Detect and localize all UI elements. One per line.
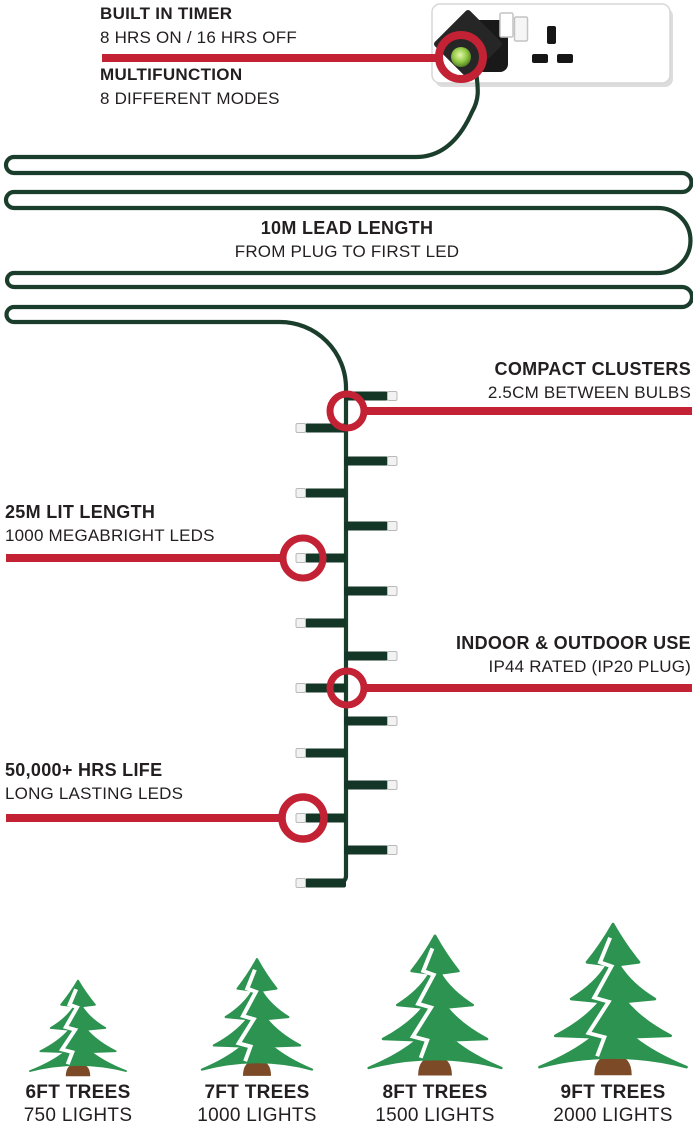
tree-highlight-icon xyxy=(409,947,437,1059)
bulb-tip-icon xyxy=(387,845,398,855)
led-indicator-icon xyxy=(451,47,471,67)
tree-label-6ft: 6FT TREES 750 LIGHTS xyxy=(0,1081,163,1127)
tree-size-label: 6FT TREES xyxy=(25,1082,131,1103)
tree-branches-icon xyxy=(200,958,314,1071)
tree-trunk-icon xyxy=(242,1060,272,1076)
indoor-outdoor-callout: INDOOR & OUTDOOR USE IP44 RATED (IP20 PL… xyxy=(351,632,691,678)
tree-size-label: 9FT TREES xyxy=(560,1082,666,1103)
annotation-circle-lit-length xyxy=(279,534,327,582)
bulb-tip-icon xyxy=(387,780,398,790)
timer-title: BUILT IN TIMER xyxy=(100,4,233,23)
tree-icon-6ft xyxy=(29,979,127,1077)
annotation-circle-led xyxy=(435,31,487,83)
annotation-circle-clusters xyxy=(326,390,368,432)
tree-label-8ft: 8FT TREES 1500 LIGHTS xyxy=(350,1081,520,1127)
bulb-tip-icon xyxy=(387,391,398,401)
compact-clusters-callout: COMPACT CLUSTERS 2.5CM BETWEEN BULBS xyxy=(371,358,691,404)
tree-icon-9ft xyxy=(538,922,688,1076)
tree-icon-8ft xyxy=(367,934,503,1076)
tree-highlight-icon xyxy=(58,988,80,1065)
bulb-icon xyxy=(344,780,388,790)
bulb-icon xyxy=(344,521,388,531)
lifespan-callout: 50,000+ HRS LIFE LONG LASTING LEDS xyxy=(5,759,183,805)
bulb-icon xyxy=(344,651,388,661)
bulb-tip-icon xyxy=(295,423,306,433)
power-socket-icon xyxy=(431,3,673,87)
bulb-tip-icon xyxy=(295,683,306,693)
annotations xyxy=(6,31,692,843)
tree-branches-icon xyxy=(367,934,503,1070)
lit-length-subtitle: 1000 MEGABRIGHT LEDS xyxy=(5,526,215,545)
bulb-icon xyxy=(344,716,388,726)
indoor-outdoor-subtitle: IP44 RATED (IP20 PLUG) xyxy=(488,657,691,676)
tree-size-label: 8FT TREES xyxy=(382,1082,488,1103)
annotation-line-timer xyxy=(102,54,441,62)
bulb-icon xyxy=(305,748,346,758)
bulb-tip-icon xyxy=(387,716,398,726)
annotation-circle-lifespan xyxy=(278,793,328,843)
annotation-line-lit-length xyxy=(6,554,284,562)
tree-highlight-icon xyxy=(585,937,615,1057)
tree-label-7ft: 7FT TREES 1000 LIGHTS xyxy=(172,1081,342,1127)
tree-trunk-icon xyxy=(65,1063,91,1077)
bulb-tip-icon xyxy=(295,878,306,888)
lead-wire-icon xyxy=(3,68,693,886)
bulb-tip-icon xyxy=(387,586,398,596)
tree-lights-label: 1500 LIGHTS xyxy=(375,1105,495,1126)
lead-length-title: 10M LEAD LENGTH xyxy=(260,218,434,238)
lifespan-title: 50,000+ HRS LIFE xyxy=(5,760,163,780)
annotation-line-indoor-outdoor xyxy=(363,684,692,692)
socket-live-hole-icon xyxy=(532,54,548,63)
bulb-tip-icon xyxy=(295,553,306,563)
lifespan-subtitle: LONG LASTING LEDS xyxy=(5,784,184,803)
bulb-tip-icon xyxy=(295,813,306,823)
socket-switch-icon xyxy=(499,12,514,38)
bulb-tip-icon xyxy=(295,748,306,758)
bulb-icon xyxy=(305,683,346,693)
bulb-icon xyxy=(344,586,388,596)
bulb-tip-icon xyxy=(387,521,398,531)
bulb-tip-icon xyxy=(387,456,398,466)
tree-lights-label: 750 LIGHTS xyxy=(23,1105,133,1126)
annotation-circle-indoor-outdoor xyxy=(326,667,368,709)
annotation-line-clusters xyxy=(363,407,692,415)
tree-size-label: 7FT TREES xyxy=(204,1082,310,1103)
bulb-icon xyxy=(344,456,388,466)
lead-length-subtitle: FROM PLUG TO FIRST LED xyxy=(234,242,460,261)
lead-length-callout: 10M LEAD LENGTH FROM PLUG TO FIRST LED xyxy=(172,216,522,264)
tree-branches-icon xyxy=(29,979,127,1072)
multifunction-callout: MULTIFUNCTION 8 DIFFERENT MODES xyxy=(100,63,280,111)
tree-label-9ft: 9FT TREES 2000 LIGHTS xyxy=(528,1081,693,1127)
tree-highlight-icon xyxy=(235,968,259,1062)
bulb-tip-icon xyxy=(295,618,306,628)
lit-length-title: 25M LIT LENGTH xyxy=(5,502,156,522)
bulb-icon xyxy=(344,845,388,855)
tree-lights-label: 2000 LIGHTS xyxy=(553,1105,673,1126)
compact-clusters-title: COMPACT CLUSTERS xyxy=(494,359,691,379)
bulb-icon xyxy=(305,488,346,498)
compact-clusters-subtitle: 2.5CM BETWEEN BULBS xyxy=(487,383,691,402)
annotation-line-lifespan xyxy=(6,814,283,822)
timer-subtitle: 8 HRS ON / 16 HRS OFF xyxy=(100,28,297,47)
tree-trunk-icon xyxy=(594,1054,632,1076)
tree-icon-7ft xyxy=(200,958,314,1076)
socket-earth-hole-icon xyxy=(547,26,556,44)
tree-trunk-icon xyxy=(418,1056,452,1076)
multifunction-title: MULTIFUNCTION xyxy=(100,65,243,84)
socket-switch-icon xyxy=(513,16,529,42)
tree-lights-label: 1000 LIGHTS xyxy=(197,1105,317,1126)
bulb-icon xyxy=(305,878,346,888)
bulb-icon xyxy=(305,618,346,628)
timer-callout: BUILT IN TIMER 8 HRS ON / 16 HRS OFF xyxy=(100,2,297,50)
bulb-tip-icon xyxy=(295,488,306,498)
socket-neutral-hole-icon xyxy=(557,54,573,63)
indoor-outdoor-title: INDOOR & OUTDOOR USE xyxy=(455,633,691,653)
lit-length-callout: 25M LIT LENGTH 1000 MEGABRIGHT LEDS xyxy=(5,501,215,547)
bulb-tip-icon xyxy=(387,651,398,661)
trees-row xyxy=(29,922,688,1077)
tree-branches-icon xyxy=(538,922,688,1069)
multifunction-subtitle: 8 DIFFERENT MODES xyxy=(100,89,280,108)
